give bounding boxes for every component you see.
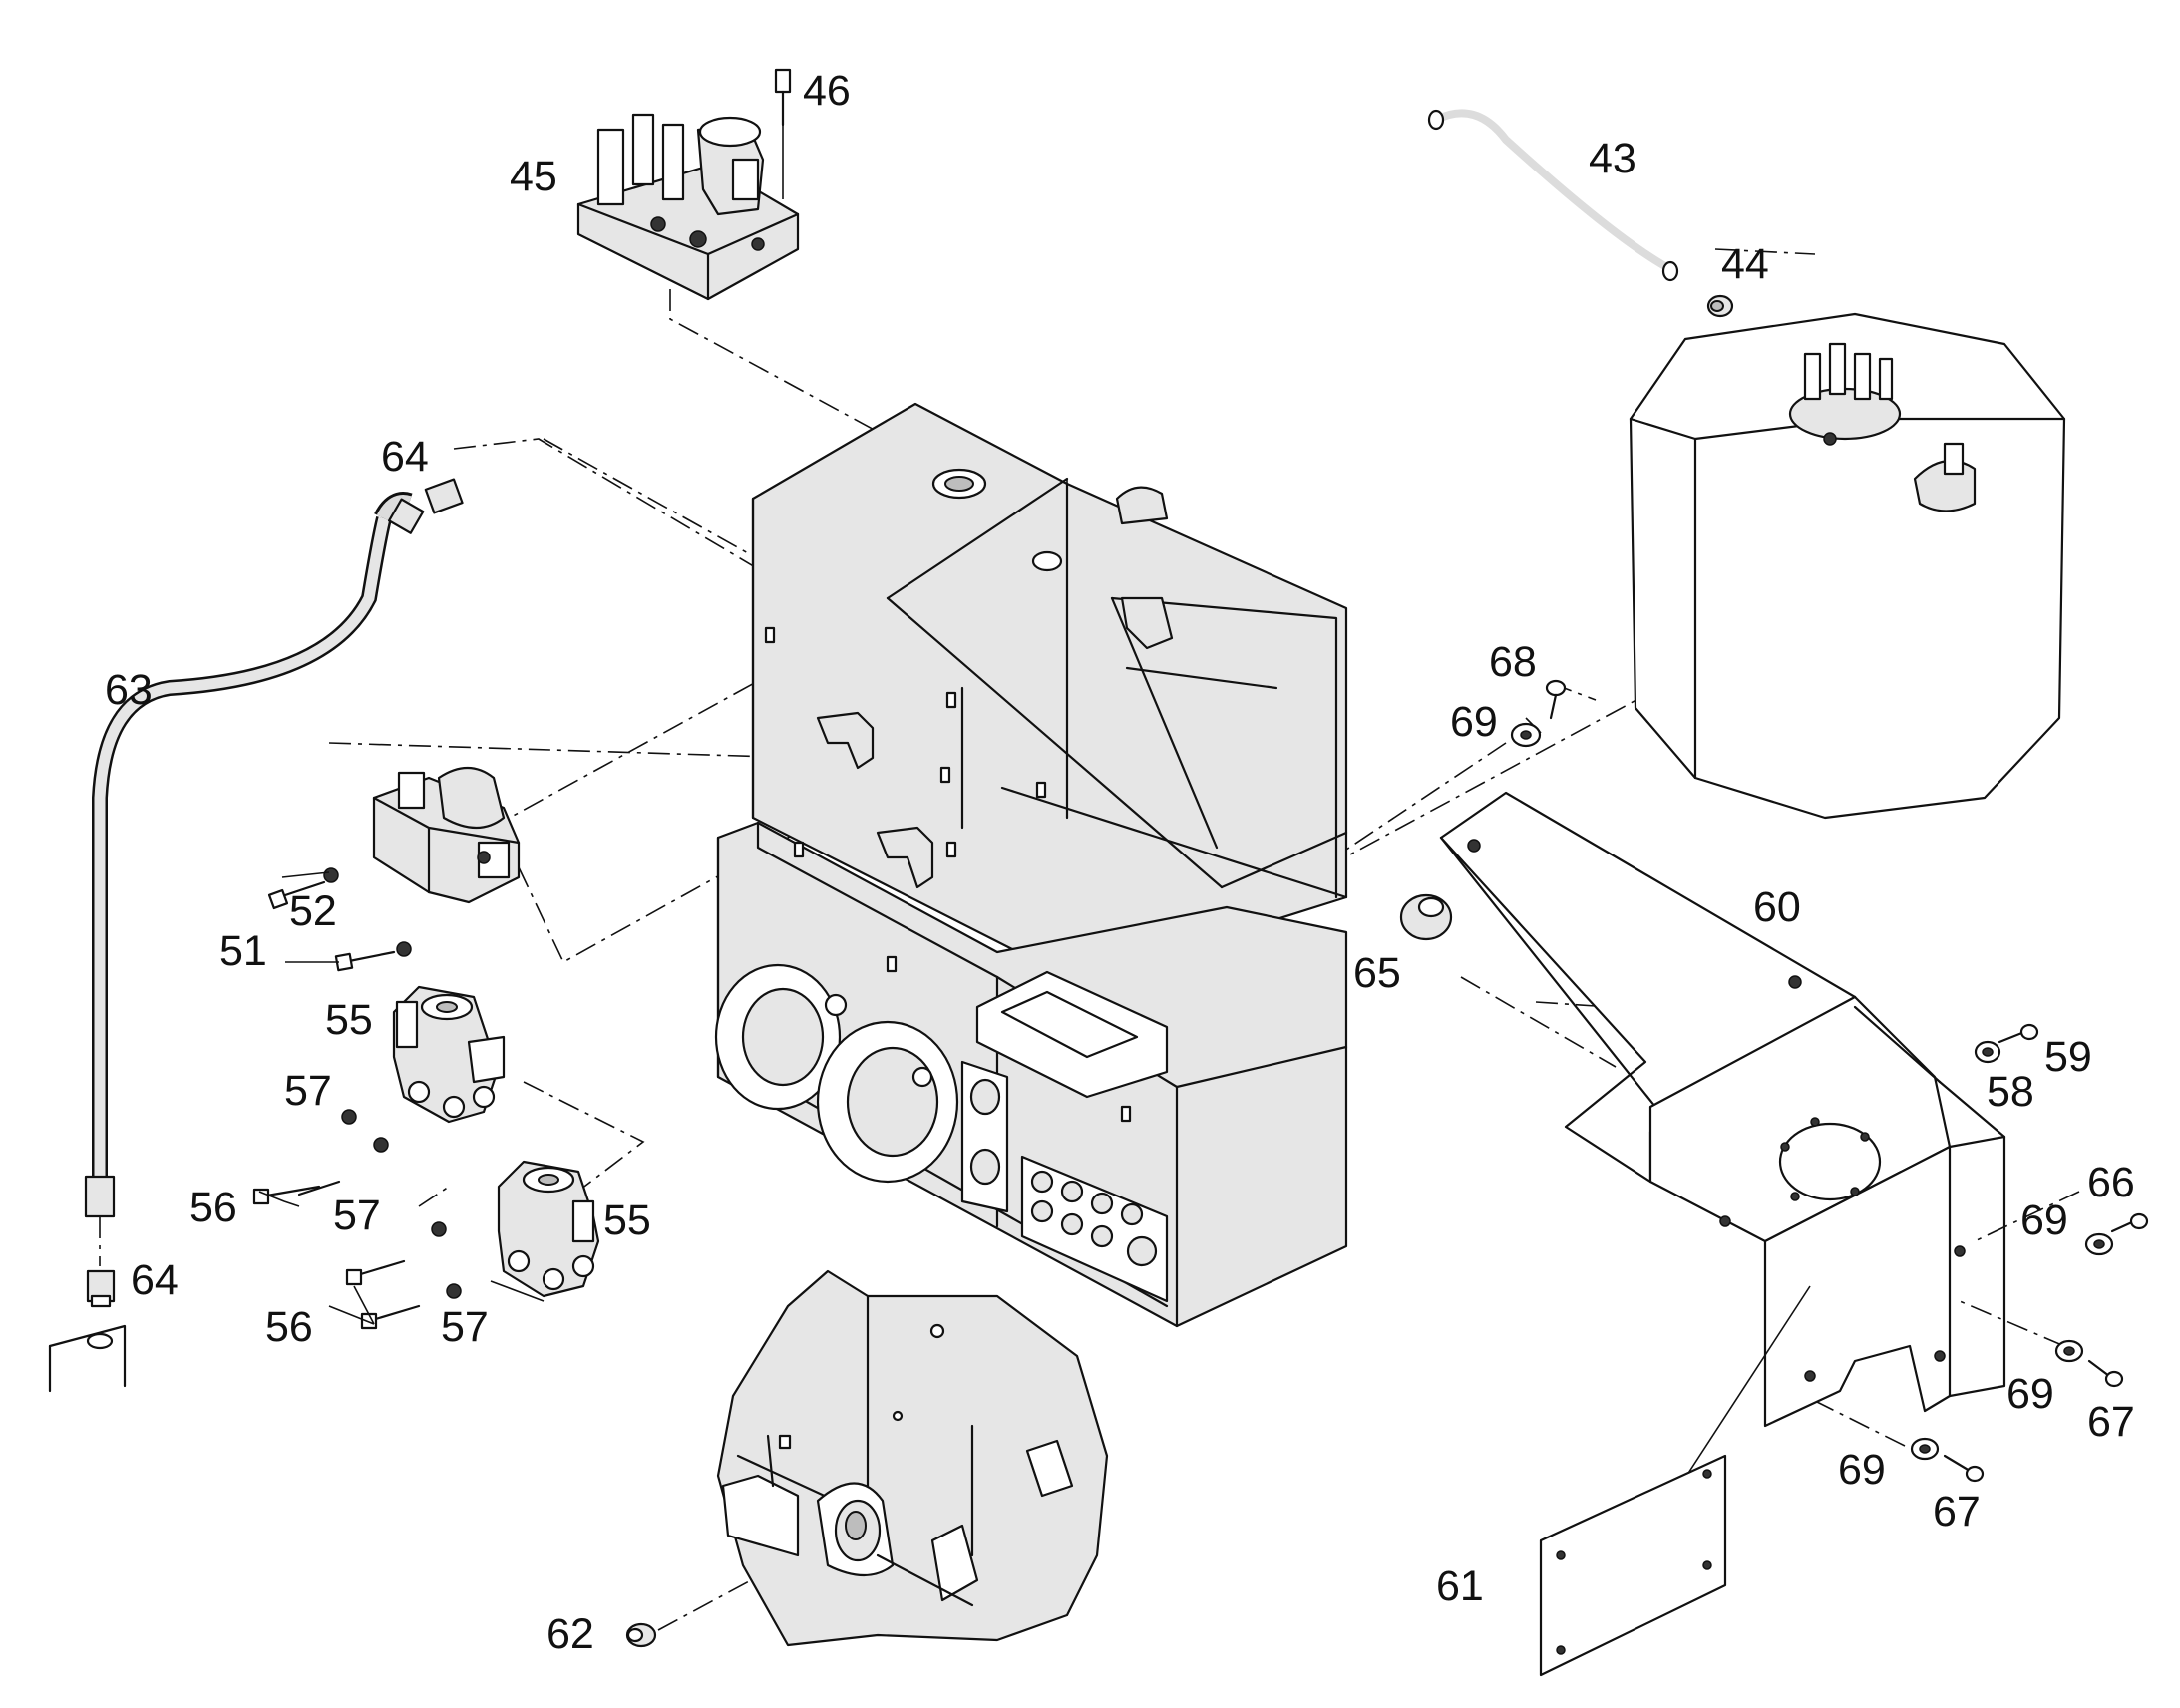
part-61-plate: [1539, 1454, 1727, 1677]
callout-69-top: 69: [1450, 698, 1498, 746]
part-69-washer-bottom: [1910, 1437, 1940, 1461]
part-55-lower-block: [497, 1160, 600, 1298]
callout-57-middle: 57: [333, 1192, 381, 1239]
callout-63: 63: [105, 666, 153, 714]
part-51-screws: [267, 880, 396, 972]
callout-65: 65: [1353, 949, 1401, 997]
part-46-screw: [774, 68, 792, 199]
part-45-valve-block: [576, 113, 800, 301]
mount-base: [48, 1324, 127, 1393]
part-68-screw: [1545, 679, 1567, 720]
part-67-screw-lower: [1943, 1454, 1985, 1483]
callout-64-upper: 64: [381, 433, 429, 481]
callout-60: 60: [1753, 883, 1801, 931]
part-56-screws: [252, 1180, 421, 1330]
main-housing: [714, 402, 1348, 1328]
part-55-upper-block: [392, 985, 506, 1124]
callout-57-lower: 57: [441, 1303, 489, 1351]
callout-44: 44: [1721, 240, 1769, 288]
part-57-washers: [341, 1109, 462, 1299]
callout-labels: 43 44 45 46 51 52 55 55 56 56 57 57 57 5…: [105, 67, 2135, 1658]
callout-67-lower: 67: [1933, 1488, 1981, 1536]
part-58-washer: [1974, 1040, 2001, 1064]
callout-56-lower: 56: [265, 1303, 313, 1351]
part-64-fitting-lower: [86, 1269, 116, 1308]
part-59-screw: [1998, 1023, 2039, 1044]
callout-69-right-top: 69: [2020, 1196, 2068, 1244]
panel-holes: [1030, 1170, 1158, 1267]
callout-51: 51: [219, 927, 267, 975]
part-62-plug: [625, 1622, 657, 1648]
part-44-fitting: [1706, 294, 1734, 318]
callout-69-right-mid: 69: [2006, 1370, 2054, 1418]
part-69-washer-right-top: [2084, 1232, 2114, 1256]
callout-59: 59: [2044, 1033, 2092, 1081]
callout-66: 66: [2087, 1159, 2135, 1206]
part-43-hose: [1427, 109, 1679, 282]
callout-58: 58: [1987, 1068, 2034, 1116]
callout-43: 43: [1589, 135, 1636, 182]
part-63-hose: [84, 492, 425, 1218]
callout-64-lower: 64: [131, 1256, 179, 1304]
callout-46: 46: [803, 67, 851, 115]
part-65-grommet: [1399, 893, 1453, 941]
part-66-screw: [2110, 1212, 2149, 1233]
part-52-orings: [323, 867, 412, 957]
tank: [1629, 312, 2066, 820]
callout-68: 68: [1489, 638, 1537, 686]
part-52-valve: [372, 766, 521, 904]
callout-56-upper: 56: [189, 1184, 237, 1231]
part-64-fitting-upper: [424, 478, 464, 514]
callout-57-upper: 57: [284, 1067, 332, 1115]
part-60-cover: [1439, 791, 2006, 1502]
detail-view: [716, 1269, 1109, 1647]
callout-67-upper: 67: [2087, 1398, 2135, 1446]
callout-45: 45: [510, 153, 557, 200]
part-69-washer-top: [1510, 722, 1542, 748]
callout-69-bottom: 69: [1838, 1446, 1886, 1494]
part-69-washer-right-mid: [2054, 1339, 2084, 1363]
callout-62: 62: [546, 1610, 594, 1658]
leader-lines: [258, 871, 545, 1325]
callout-52: 52: [289, 887, 337, 935]
callout-55-upper: 55: [325, 996, 373, 1044]
callout-61: 61: [1436, 1562, 1484, 1610]
callout-55-lower: 55: [603, 1196, 651, 1244]
part-67-screw-upper: [2087, 1359, 2124, 1388]
